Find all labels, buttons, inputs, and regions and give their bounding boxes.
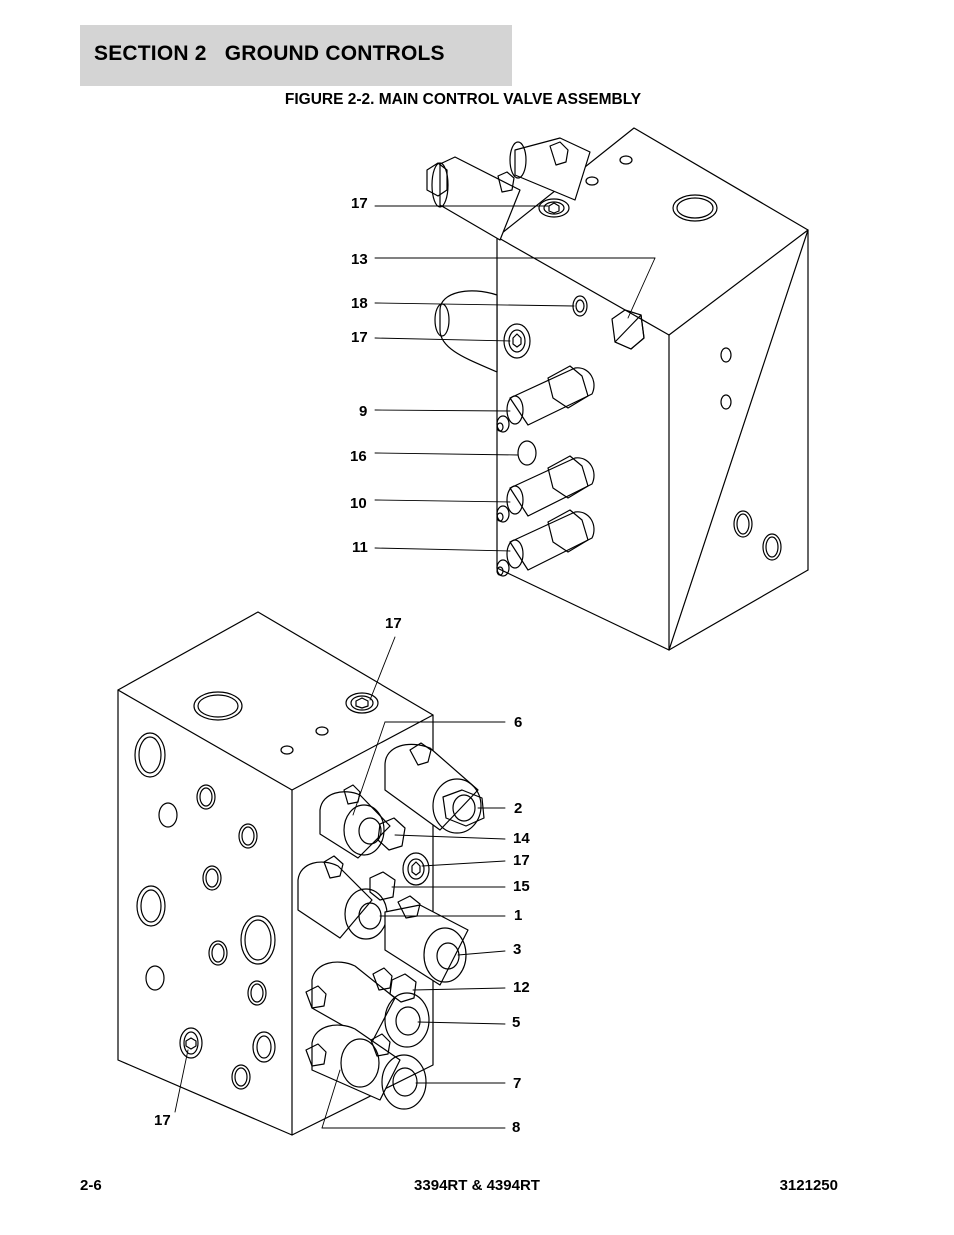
callout-5: 5	[512, 1014, 520, 1031]
callout-9: 9	[359, 403, 367, 420]
callout-2: 2	[514, 800, 522, 817]
lower-callouts: 17 6 2 14 17 15 1 3 12 5 7 8 17	[154, 615, 530, 1136]
callout-7: 7	[513, 1075, 521, 1092]
callout-17-lower-mid: 17	[513, 852, 530, 869]
callout-16: 16	[350, 448, 367, 465]
figure-title: FIGURE 2-2. MAIN CONTROL VALVE ASSEMBLY	[284, 91, 642, 108]
callout-10: 10	[350, 495, 367, 512]
callout-17-lower-top: 17	[385, 615, 402, 632]
document-number: 3121250	[779, 1177, 838, 1194]
callout-6: 6	[514, 714, 522, 731]
page-number: 2-6	[80, 1177, 102, 1194]
callout-15: 15	[513, 878, 530, 895]
upper-callouts: 17 13 18 17 9 16 10 11	[350, 195, 368, 556]
callout-18: 18	[351, 295, 368, 312]
callout-12: 12	[513, 979, 530, 996]
callout-1: 1	[514, 907, 522, 924]
section-title: SECTION 2 GROUND CONTROLS	[94, 42, 445, 65]
callout-8: 8	[512, 1119, 520, 1136]
callout-17-lower-bottom: 17	[154, 1112, 171, 1129]
model-name: 3394RT & 4394RT	[414, 1177, 540, 1194]
lower-valve-block	[117, 611, 506, 1136]
upper-valve-block	[374, 127, 809, 651]
section-header: SECTION 2 GROUND CONTROLS	[80, 25, 512, 86]
callout-11: 11	[352, 539, 368, 556]
callout-3: 3	[513, 941, 521, 958]
callout-17-upper-a: 17	[351, 195, 368, 212]
callout-17-upper-b: 17	[351, 329, 368, 346]
callout-14: 14	[513, 830, 530, 847]
callout-13: 13	[351, 251, 368, 268]
